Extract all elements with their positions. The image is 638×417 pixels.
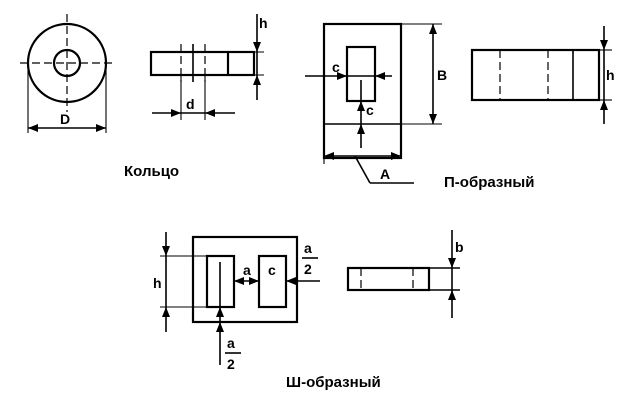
ring-side-view	[149, 14, 264, 120]
dim-label-c-sh-core: c	[268, 262, 276, 278]
caption-ring: Кольцо	[124, 163, 179, 180]
dim-label-B: B	[437, 67, 447, 83]
dim-label-D: D	[60, 111, 70, 127]
sh-core-side-view	[346, 230, 460, 318]
dim-label-h-u-core: h	[606, 67, 615, 83]
dim-label-A: A	[380, 166, 390, 182]
fraction-right-numerator: a	[304, 240, 312, 256]
fraction-a-half-bottom: a 2	[225, 335, 241, 372]
u-core-front-view	[305, 22, 442, 184]
fraction-a-half-right: a 2	[302, 240, 318, 277]
fraction-right-denominator: 2	[304, 261, 312, 277]
caption-u-shaped: П-образный	[444, 174, 534, 191]
u-core-side-view	[470, 26, 612, 124]
caption-sh-shaped: Ш-образный	[286, 374, 381, 391]
sh-core-front-view	[160, 232, 320, 365]
dim-label-h-ring: h	[259, 15, 268, 31]
dim-label-b: b	[455, 239, 464, 255]
dim-label-h-sh-core: h	[153, 275, 162, 291]
dim-label-c-horizontal: c	[332, 59, 340, 75]
dim-label-a: a	[243, 262, 251, 278]
ring-front-view	[20, 14, 114, 133]
fraction-bottom-denominator: 2	[227, 356, 235, 372]
dim-label-c-vertical: c	[366, 102, 374, 118]
fraction-bottom-numerator: a	[227, 335, 235, 351]
dim-label-d: d	[186, 96, 195, 112]
